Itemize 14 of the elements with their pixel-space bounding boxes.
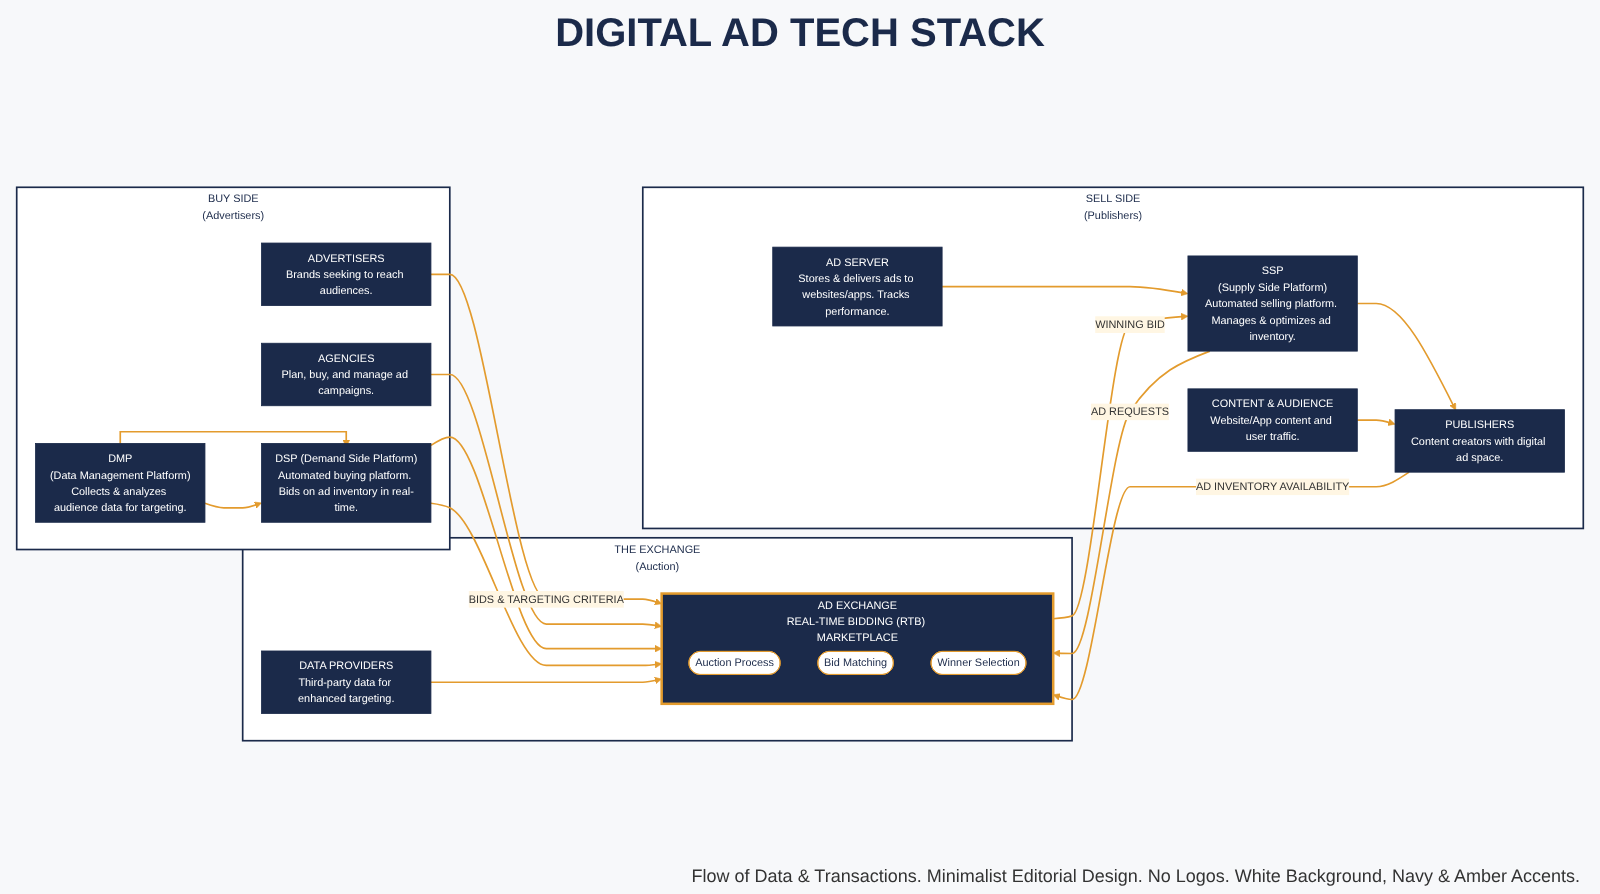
arrow: [941, 285, 1189, 297]
arrow: [119, 430, 350, 448]
arrow: [1052, 350, 1211, 657]
arrow: [1356, 418, 1396, 426]
arrow: [1052, 312, 1189, 620]
caption: Flow of Data & Transactions. Minimalist Editorial Design. No Logos. White Background, Navy & Amber Accents.: [689, 866, 1580, 886]
arrow: [1052, 471, 1410, 701]
arrow: [204, 501, 262, 509]
arrow: [430, 676, 662, 685]
arrow: [430, 502, 662, 669]
arrow: [1356, 302, 1456, 411]
diagram-title: DIGITAL AD TECH STACK: [553, 12, 1047, 58]
arrow: [430, 436, 662, 653]
arrow: [430, 373, 662, 629]
